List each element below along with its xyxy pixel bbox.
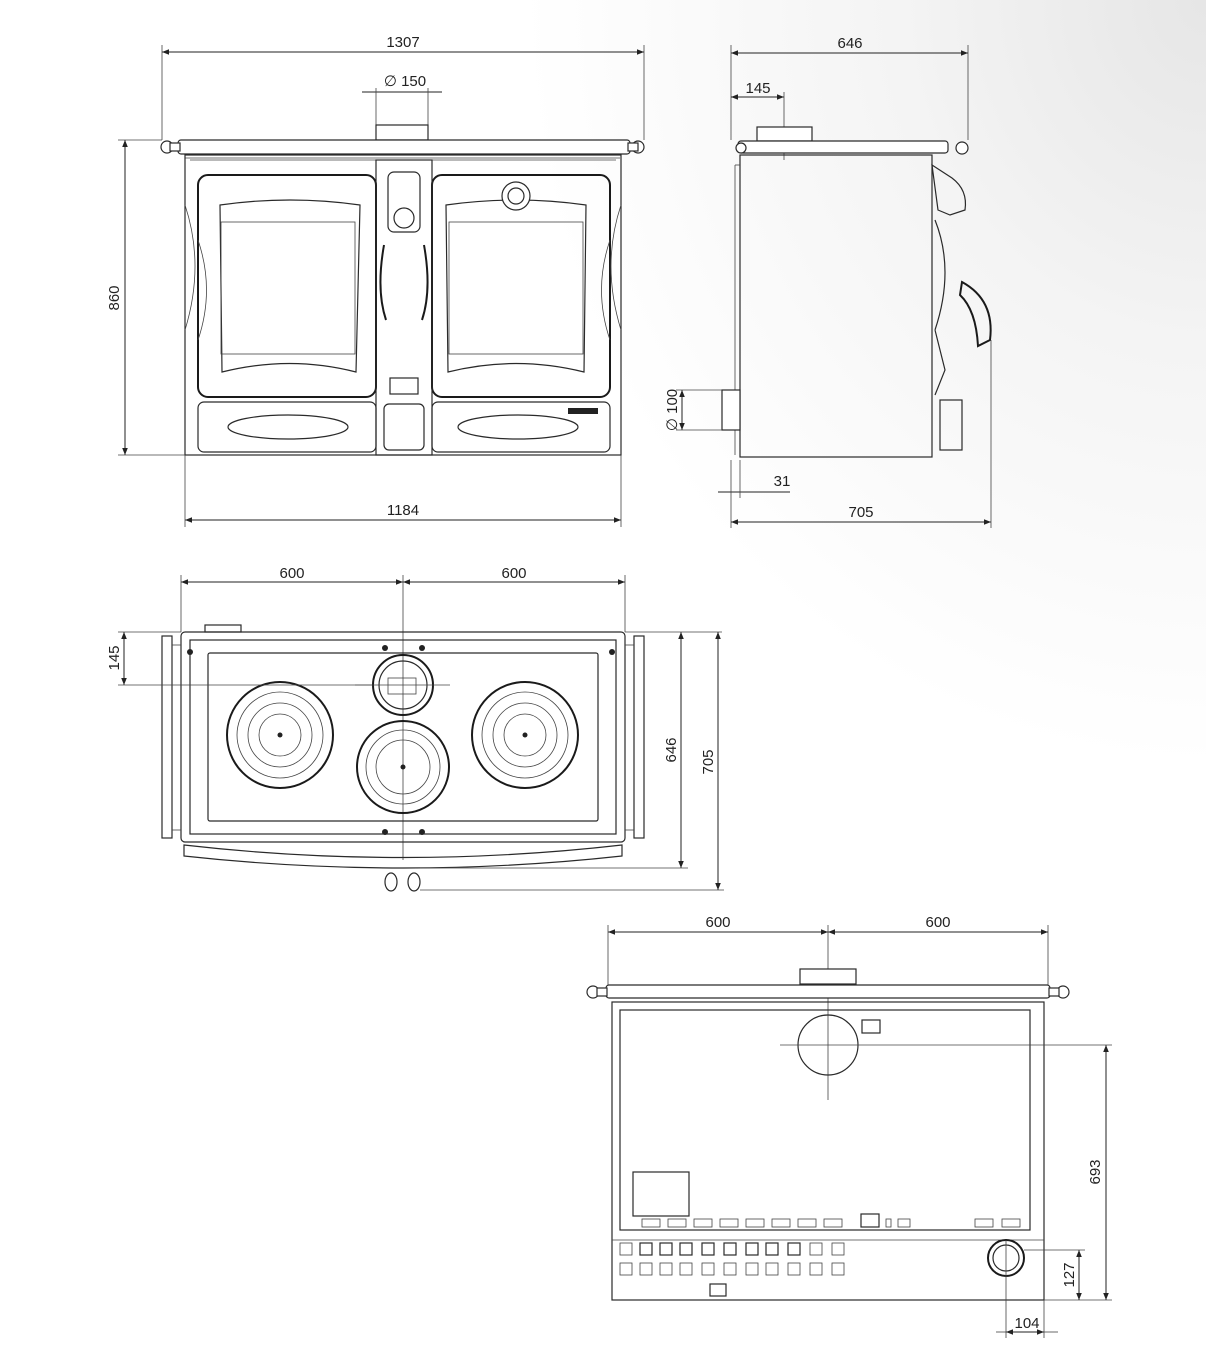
side-depth-base-label: 705 [848, 504, 873, 521]
side-inlet-label: ∅ 100 [664, 389, 681, 431]
rear-outlet-height-label: 127 [1061, 1262, 1078, 1287]
side-flue-offset-label: 145 [745, 80, 770, 97]
hot-plate-center [356, 720, 450, 814]
hot-plate-left [226, 681, 334, 789]
flue-pipe-front [375, 124, 429, 141]
front-view: 1307 ∅ 150 [106, 34, 645, 527]
rear-flue-height-label: 693 [1087, 1159, 1104, 1184]
front-width-label: 1307 [386, 34, 419, 51]
side-view: 646 145 ∅ 100 31 705 [664, 35, 992, 528]
front-base-width-label: 1184 [387, 502, 419, 519]
top-view: 600 600 [106, 565, 724, 892]
top-right-width-label: 600 [501, 565, 526, 582]
top-inner-depth-label: 646 [663, 737, 680, 762]
front-flue-label: ∅ 150 [384, 73, 426, 90]
top-flue-offset-label: 145 [106, 645, 123, 670]
side-depth-label: 646 [837, 35, 862, 52]
top-left-width-label: 600 [279, 565, 304, 582]
vent-slots [641, 1213, 1021, 1228]
rear-view: 600 600 [586, 914, 1112, 1338]
rear-left-width-label: 600 [705, 914, 730, 931]
rear-right-width-label: 600 [925, 914, 950, 931]
front-height-label: 860 [106, 285, 123, 310]
top-outer-depth-label: 705 [700, 749, 717, 774]
side-inlet-offset-label: 31 [774, 473, 791, 490]
rear-outlet-offset-label: 104 [1014, 1315, 1039, 1332]
hot-plate-right [471, 681, 579, 789]
lower-grid [619, 1242, 845, 1297]
